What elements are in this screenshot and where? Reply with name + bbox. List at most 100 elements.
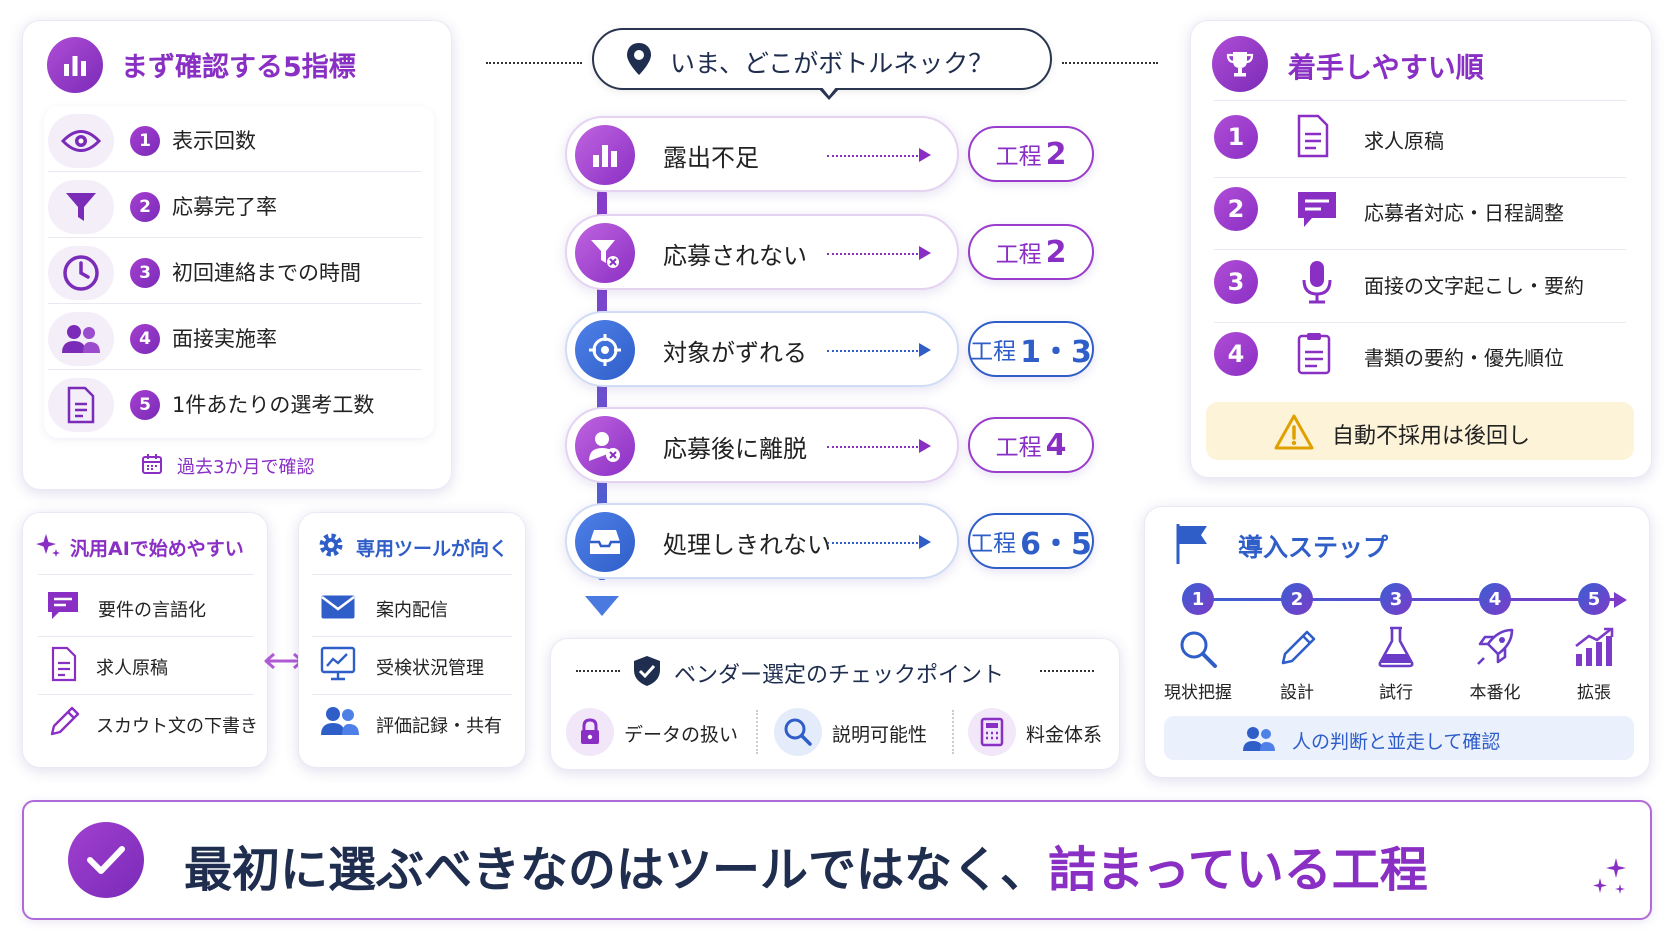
location-pin-icon [626,42,652,76]
priority-label: 応募者対応・日程調整 [1364,201,1564,225]
list-label: 案内配信 [376,600,448,621]
priority-item: 1 求人原稿 [1214,106,1626,178]
bottleneck-item: 応募されない [565,214,959,290]
general-ai-card [22,512,268,768]
conclusion-banner [22,800,1652,920]
bottleneck-item: 露出不足 [565,116,959,192]
list-item: 受検状況管理 [318,642,518,694]
inbox-icon [575,512,635,572]
funnel-icon [48,180,114,234]
shield-check-icon [632,654,662,688]
metric-row: 4 面接実施率 [26,308,422,370]
clock-icon [48,246,114,300]
trophy-icon [1212,36,1268,92]
search-icon [1177,628,1219,670]
document-icon [48,378,114,432]
step-label: 現状把握 [1164,683,1232,703]
metric-number: 4 [130,324,160,354]
metric-row: 5 1件あたりの選考工数 [26,374,422,436]
metric-number: 1 [130,126,160,156]
dotted-line-left [576,670,620,672]
step-number: 5 [1578,583,1610,615]
bottleneck-label: 露出不足 [663,144,759,172]
dotted-arrow-line [827,350,922,352]
list-label: 受検状況管理 [376,658,484,679]
divider [48,369,422,370]
dedicated-tools-title: 専用ツールが向く [356,538,509,560]
divider [1214,322,1626,323]
conclusion-text: 最初に選ぶべきなのはツールではなく、詰まっている工程 [184,830,1428,900]
sparkle-icon [1590,856,1630,898]
step-label: 拡張 [1577,683,1611,703]
arrow-head [919,148,931,162]
vendor-title: ベンダー選定のチェックポイント [674,663,1005,688]
priority-title: 着手しやすい順 [1288,51,1484,84]
step-label: 本番化 [1469,683,1521,703]
priority-number: 3 [1214,260,1258,304]
list-label: 求人原稿 [96,658,168,679]
divider [48,237,422,238]
vendor-label: データの扱い [624,724,739,746]
bottleneck-item: 処理しきれない [565,503,959,579]
divider [1214,249,1626,250]
divider [312,636,512,637]
chat-icon [46,590,80,622]
clipboard-icon [1296,331,1332,375]
step-label: 設計 [1280,683,1314,703]
divider [48,303,422,304]
metric-label: 表示回数 [172,129,256,153]
metric-number: 5 [130,390,160,420]
metric-label: 応募完了率 [172,195,277,219]
metric-row: 2 応募完了率 [26,176,422,238]
bottleneck-question: いま、どこがボトルネック？ [670,49,994,78]
question-bubble [592,28,1052,90]
dotted-line-right [1062,62,1158,64]
bubble-tail-inner [821,86,837,96]
arrow-head [919,439,931,453]
flag-icon [1174,522,1210,566]
bottleneck-label: 応募されない [663,242,807,270]
microphone-icon [1300,259,1334,305]
bar-chart-icon [47,37,103,93]
rocket-icon [1474,626,1516,668]
step-number: 2 [1281,583,1313,615]
arrow-head [919,343,931,357]
arrow-head [919,246,931,260]
arrow-head [919,535,931,549]
dotted-arrow-line [827,542,922,544]
dotted-arrow-line [827,253,922,255]
warning-icon [1274,414,1314,450]
vendor-label: 説明可能性 [832,724,928,746]
document-icon [1296,114,1330,158]
priority-number: 2 [1214,187,1258,231]
priority-label: 書類の要約・優先順位 [1364,346,1564,370]
metrics-footer: 過去3か月で確認 [177,457,315,478]
divider [48,171,422,172]
divider [38,694,254,695]
lock-icon [566,708,614,756]
metric-number: 2 [130,192,160,222]
list-item: 評価記録・共有 [318,700,518,752]
step-label: 試行 [1379,683,1413,703]
warning-banner [1206,402,1634,460]
calculator-icon [968,708,1016,756]
divider [38,636,254,637]
divider [756,710,758,754]
metric-number: 3 [130,258,160,288]
priority-label: 面接の文字起こし・要約 [1364,274,1584,298]
people-icon [48,312,114,366]
divider [312,574,512,575]
list-item: 求人原稿 [44,642,254,694]
pencil-icon [48,704,82,738]
list-item: 案内配信 [318,584,518,636]
list-label: 評価記録・共有 [376,716,502,737]
pencil-icon [1278,628,1318,668]
bottleneck-item: 対象がずれる [565,311,959,387]
divider [1214,100,1626,101]
flask-icon [1376,626,1416,668]
